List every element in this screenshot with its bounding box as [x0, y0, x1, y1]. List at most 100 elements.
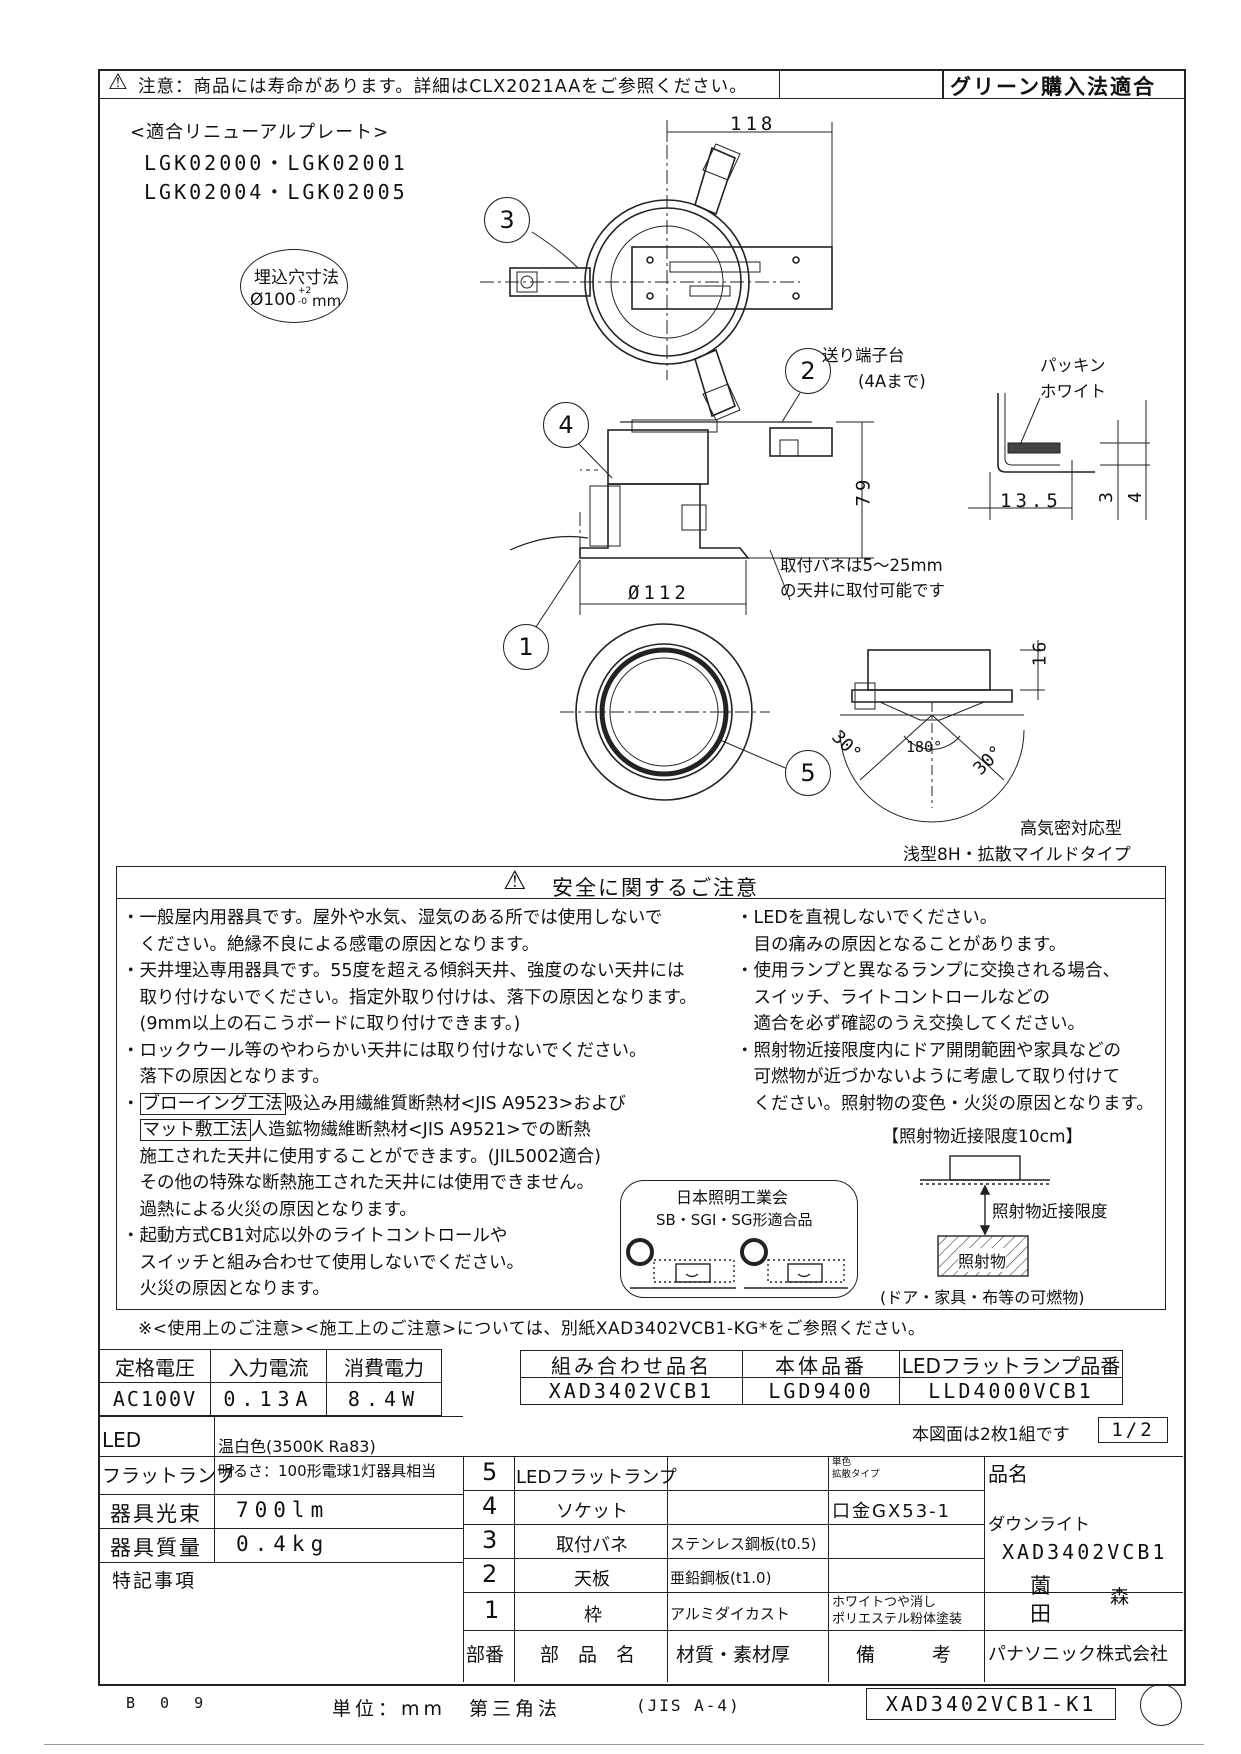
part-4-no: 4: [482, 1492, 498, 1520]
dim-16: 16: [1029, 638, 1051, 667]
callout-3: 3: [484, 197, 530, 243]
front-view: [560, 623, 791, 801]
header-divider: [98, 98, 1184, 99]
packing-detail: [968, 393, 1150, 520]
note-line: ・照射物近接限度内にドア開閉範囲や家具などの: [736, 1040, 1121, 1061]
safety-box: [116, 866, 1166, 1310]
footer-code: B 0 9: [126, 1694, 212, 1712]
terminal-sub: (4Aまで): [858, 372, 926, 391]
parts-col-1: [514, 1456, 515, 1682]
parts-col-4: [984, 1456, 985, 1682]
note-line: (9mm以上の石こうボードに取り付けできます。): [122, 1014, 521, 1034]
sign-3: 田: [1030, 1602, 1051, 1626]
type-line2: 浅型8H・拡散マイルドタイプ: [903, 845, 1131, 865]
dim-13-5: 13.5: [1000, 490, 1062, 512]
note-line: その他の特殊な断熱施工された天井には使用できません。: [122, 1173, 594, 1193]
renewal-title: <適合リニューアルプレート>: [130, 122, 390, 143]
parts-rule-4: [463, 1592, 1183, 1593]
combo-lamp: LLD4000VCB1: [899, 1377, 1123, 1405]
product-label: 品名: [988, 1462, 1028, 1486]
safety-title: 安全に関するご注意: [552, 876, 759, 900]
note-line: 取り付けないでください。指定外取り付けは、落下の原因となります。: [122, 987, 697, 1008]
dim-112: Ø112: [628, 582, 690, 604]
packing-label: パッキン: [1040, 356, 1106, 375]
rating-header-voltage: 定格電圧: [99, 1349, 211, 1383]
spec-rule-3: [99, 1528, 463, 1529]
part-1-name: 枠: [584, 1605, 602, 1626]
green-label: グリーン購入法適合: [950, 75, 1156, 99]
callout-2: 2: [785, 348, 831, 394]
combo-header-lamp: LEDフラットランプ品番: [899, 1350, 1123, 1378]
parts-col-3: [828, 1456, 829, 1682]
parts-rule-1: [463, 1490, 984, 1491]
note-line: スイッチ、ライトコントロールなどの: [736, 987, 1050, 1008]
company-rule: [984, 1630, 1183, 1631]
spec-rule-4: [99, 1562, 463, 1563]
jlma-illustration: [626, 1238, 848, 1289]
part-1-note: ホワイトつや消し ポリエステル粉体塗装: [832, 1595, 963, 1627]
spring-note-2: の天井に取付可能です: [780, 581, 945, 600]
rating-header-power: 消費電力: [326, 1349, 442, 1383]
cutout-title: 埋込穴寸法: [254, 268, 339, 288]
safety-warning-icon: ⚠: [503, 866, 527, 896]
warning-icon: ⚠: [108, 70, 128, 95]
proximity-title: 【照射物近接限度10cm】: [882, 1127, 1083, 1147]
part-1-material: アルミダイカスト: [670, 1605, 790, 1623]
led-label-1: LED: [102, 1428, 142, 1452]
jlma-line1: 日本照明工業会: [676, 1188, 789, 1207]
part-4-name: ソケット: [556, 1501, 628, 1522]
part-5-note: 単色 拡散タイプ: [832, 1457, 880, 1480]
part-1-no: 1: [484, 1596, 500, 1624]
parts-table-border: [463, 1456, 464, 1682]
cutout-tol-plus: +2: [298, 286, 312, 296]
jlma-badge: [620, 1180, 858, 1298]
mat-method-text: 人造鉱物繊維断熱材<JIS A9521>での断熱: [250, 1120, 591, 1140]
jlma-line2: SB・SGI・SG形適合品: [656, 1211, 813, 1229]
rating-voltage: AC100V: [99, 1382, 211, 1416]
rating-current: 0.13A: [210, 1382, 327, 1416]
note-line: 可燃物が近づかないように考慮して取り付けて: [736, 1067, 1121, 1087]
callout-5: 5: [785, 750, 831, 796]
drawing-frame: [98, 69, 1186, 1686]
caution-text: 注意：商品には寿命があります。詳細はCLX2021AAをご参照ください。: [138, 77, 748, 97]
cutout-value: Ø100: [250, 290, 296, 310]
page-number: 1/2: [1098, 1417, 1168, 1443]
footer-unit: 単位：mm 第三角法: [332, 1698, 562, 1720]
note-line-mat: マット敷工法人造鉱物繊維断熱材<JIS A9521>での断熱: [122, 1117, 697, 1144]
combo-header-body: 本体品番: [742, 1350, 900, 1378]
dim-79: 79: [852, 475, 875, 507]
note-line: ください。照射物の変色・火災の原因となります。: [736, 1093, 1154, 1114]
safety-left-notes: ・一般屋内用器具です。屋外や水気、湿気のある所では使用しないで ください。絶縁不…: [122, 905, 697, 1303]
packing-color: ホワイト: [1040, 382, 1106, 401]
dim-3: 3: [1095, 492, 1117, 503]
remarks-label: 特記事項: [112, 1570, 197, 1592]
note-line: 過熱による火災の原因となります。: [122, 1199, 417, 1220]
part-3-no: 3: [482, 1526, 498, 1554]
parts-header-name: 部 品 名: [540, 1644, 636, 1666]
note-line: ・天井埋込専用器具です。55度を超える傾斜天井、強度のない天井には: [122, 961, 685, 981]
led-label-2: フラットランプ: [102, 1465, 235, 1487]
callout-1: 1: [503, 624, 549, 670]
footer-paper: (JIS A-4): [636, 1696, 741, 1715]
part-2-no: 2: [482, 1560, 498, 1588]
combo-header-name: 組み合わせ品名: [520, 1350, 743, 1378]
note-line: ・ロックウール等のやわらかい天井には取り付けないでください。: [122, 1040, 647, 1061]
cutout-badge: [240, 249, 348, 323]
part-4-note: 口金GX53-1: [832, 1501, 952, 1522]
product-name: ダウンライト: [988, 1515, 1090, 1535]
parts-rule-3: [463, 1558, 984, 1559]
spec-table-rule: [99, 1456, 1183, 1457]
parts-header-material: 材質・素材厚: [676, 1644, 791, 1666]
note-line: 目の痛みの原因となることがあります。: [736, 934, 1067, 955]
page-note: 本図面は2枚1組です: [912, 1425, 1070, 1445]
revision-circle: [1140, 1684, 1182, 1726]
blowing-method-text: 吸込み用繊維質断熱材<JIS A9523>および: [285, 1093, 626, 1114]
parts-rule-5: [463, 1630, 1183, 1631]
rating-power: 8.4W: [326, 1382, 442, 1416]
note-line: 落下の原因となります。: [122, 1067, 330, 1087]
spring-note-1: 取付バネは5～25mm: [780, 556, 943, 575]
combo-body: LGD9400: [742, 1377, 900, 1405]
product-model: XAD3402VCB1: [1002, 1540, 1168, 1564]
note-line: ください。絶縁不良による感電の原因となります。: [122, 934, 540, 955]
note-line: 適合を必ず確認のうえ交換してください。: [736, 1014, 1085, 1034]
